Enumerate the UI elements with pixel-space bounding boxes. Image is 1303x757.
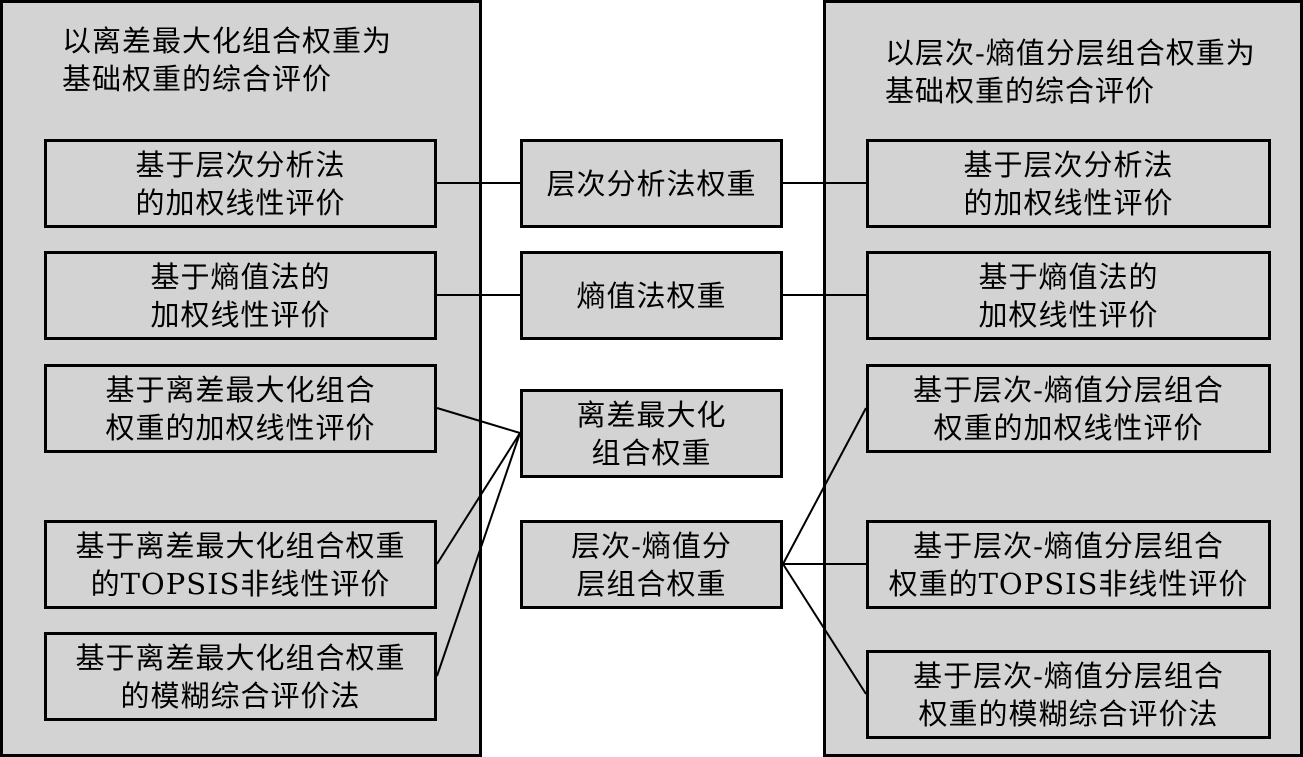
left-method-combined-fuzzy: 基于离差最大化组合权重 的模糊综合评价法 bbox=[44, 632, 437, 721]
weight-ahp: 层次分析法权重 bbox=[520, 139, 783, 228]
weight-ahp-label: 层次分析法权重 bbox=[546, 166, 757, 201]
connector-layered-linear bbox=[782, 407, 867, 565]
weight-max-deviation-combined-label: 离差最大化 组合权重 bbox=[576, 397, 727, 470]
left-method-entropy: 基于熵值法的 加权线性评价 bbox=[44, 251, 437, 340]
weight-max-deviation-combined: 离差最大化 组合权重 bbox=[520, 389, 783, 478]
left-method-ahp-label: 基于层次分析法 的加权线性评价 bbox=[135, 147, 346, 220]
right-method-layered-fuzzy: 基于层次-熵值分层组合 权重的模糊综合评价法 bbox=[866, 650, 1271, 739]
weight-entropy-label: 熵值法权重 bbox=[576, 278, 727, 313]
connector-combined-topsis bbox=[436, 432, 521, 565]
weight-ahp-entropy-layered: 层次-熵值分 层组合权重 bbox=[520, 520, 783, 609]
left-method-combined-linear-label: 基于离差最大化组合 权重的加权线性评价 bbox=[105, 372, 376, 445]
weight-entropy: 熵值法权重 bbox=[520, 251, 783, 340]
right-method-ahp-label: 基于层次分析法 的加权线性评价 bbox=[963, 147, 1174, 220]
right-method-layered-topsis: 基于层次-熵值分层组合 权重的TOPSIS非线性评价 bbox=[866, 520, 1271, 609]
left-method-entropy-label: 基于熵值法的 加权线性评价 bbox=[150, 259, 331, 332]
connector-combined-linear bbox=[436, 407, 521, 434]
left-method-combined-fuzzy-label: 基于离差最大化组合权重 的模糊综合评价法 bbox=[75, 640, 406, 713]
right-panel-title: 以层次-熵值分层组合权重为 基础权重的综合评价 bbox=[885, 36, 1256, 108]
right-method-layered-fuzzy-label: 基于层次-熵值分层组合 权重的模糊综合评价法 bbox=[913, 658, 1224, 731]
right-method-layered-topsis-label: 基于层次-熵值分层组合 权重的TOPSIS非线性评价 bbox=[888, 528, 1249, 601]
left-method-combined-linear: 基于离差最大化组合 权重的加权线性评价 bbox=[44, 364, 437, 453]
right-method-entropy: 基于熵值法的 加权线性评价 bbox=[866, 251, 1271, 340]
right-method-entropy-label: 基于熵值法的 加权线性评价 bbox=[978, 259, 1159, 332]
right-method-layered-linear: 基于层次-熵值分层组合 权重的加权线性评价 bbox=[866, 364, 1271, 453]
left-method-combined-topsis: 基于离差最大化组合权重 的TOPSIS非线性评价 bbox=[44, 520, 437, 609]
right-method-ahp: 基于层次分析法 的加权线性评价 bbox=[866, 139, 1271, 228]
connector-combined-fuzzy bbox=[436, 432, 521, 677]
connector-layered-fuzzy bbox=[782, 563, 867, 695]
left-panel-title: 以离差最大化组合权重为 基础权重的综合评价 bbox=[62, 24, 393, 96]
weight-ahp-entropy-layered-label: 层次-熵值分 层组合权重 bbox=[571, 528, 732, 601]
right-method-layered-linear-label: 基于层次-熵值分层组合 权重的加权线性评价 bbox=[913, 372, 1224, 445]
left-method-combined-topsis-label: 基于离差最大化组合权重 的TOPSIS非线性评价 bbox=[75, 528, 406, 601]
left-method-ahp: 基于层次分析法 的加权线性评价 bbox=[44, 139, 437, 228]
